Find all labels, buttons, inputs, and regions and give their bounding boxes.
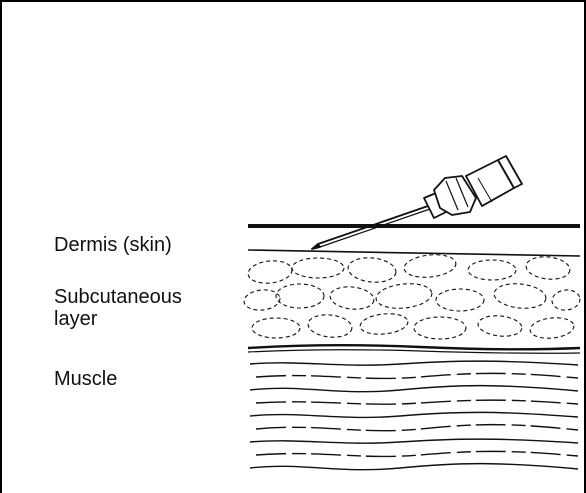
subcutaneous-fat-texture (243, 252, 581, 340)
syringe-needle (312, 156, 522, 249)
muscle-fiber-texture (250, 361, 578, 470)
dermis-boundary-line (248, 250, 580, 256)
muscle-boundary-line (248, 345, 580, 349)
